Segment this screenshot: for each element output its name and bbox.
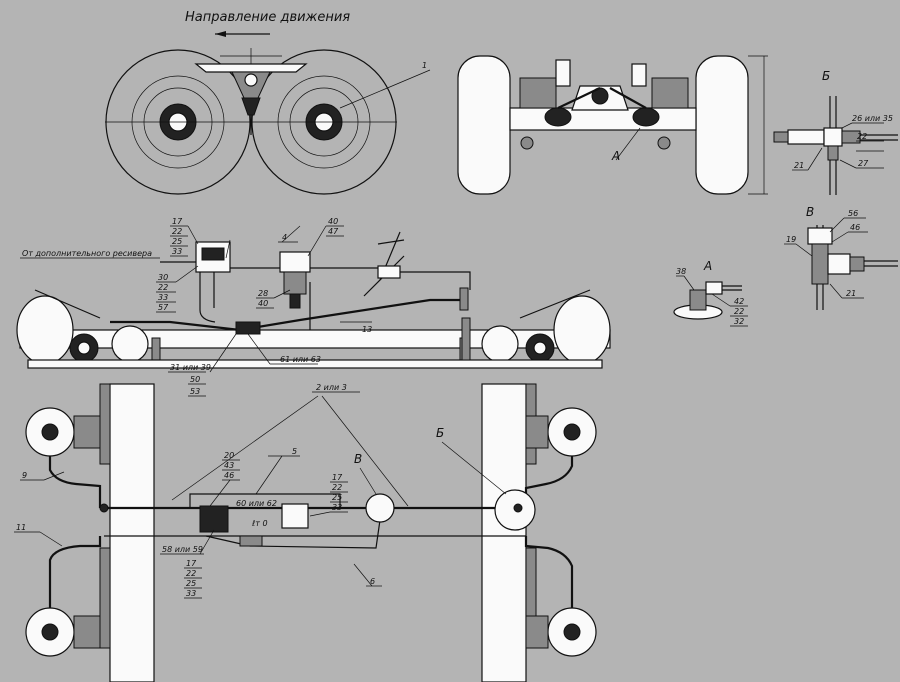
callout-1: 1 [422,61,427,70]
detail-b-title: Б [822,69,830,83]
detail-b: Б 26 или 35 22 27 21 [773,69,898,195]
callout-46: 46 [224,471,234,480]
callout-bot-33: 33 [332,503,342,512]
frame-rail-right [481,383,527,682]
callout-4: 4 [282,233,287,242]
callout-v-46: 46 [850,223,860,232]
view-v-marker: В [354,452,362,466]
modulator-valve-right [281,503,309,529]
side-view-wheels: 1 [105,48,431,195]
callout-v-56: 56 [848,209,858,218]
callout-bot-17: 17 [332,473,343,482]
callout-mid-57: 57 [158,303,169,312]
callout-61or63: 61 или 63 [280,355,321,364]
callout-bot-22: 22 [332,483,342,492]
callout-bot-25: 25 [332,493,342,502]
callout-53: 53 [190,387,200,396]
rear-view-axle: А [457,55,768,195]
detail-v-cap [807,227,833,245]
callout-v-19: 19 [786,235,796,244]
detail-a-title: А [703,259,712,273]
callout-11: 11 [16,523,26,532]
direction-header: Направление движения [185,10,350,37]
plan-view: 2 или 3 В Б 20 43 46 5 60 или 62 ℓт 0 17… [14,383,597,682]
callout-mid-30: 30 [158,273,168,282]
rear-tyre-left [457,55,511,195]
callout-60or62: 60 или 62 [236,499,277,508]
view-v-circle [365,493,395,523]
callout-bl-33: 33 [186,589,196,598]
callout-bl-25: 25 [186,579,196,588]
callout-43: 43 [224,461,234,470]
callout-58or59: 58 или 59 [162,545,203,554]
callout-a-42: 42 [734,297,744,306]
detail-v: В 56 46 19 21 [784,205,898,310]
brake-chamber-right [632,107,660,127]
callout-48: 40 [258,299,268,308]
callout-top-17: 17 [172,217,183,226]
brake-chamber-left [544,107,572,127]
callout-b-22: 22 [857,132,867,141]
callout-top-22: 22 [172,227,182,236]
note-lt-zero: ℓт 0 [251,519,268,528]
callout-13: 13 [362,325,372,334]
detail-a: А 38 42 22 32 [673,259,748,327]
tee-connector [235,321,261,335]
callout-mid-33: 33 [158,293,168,302]
direction-title: Направление движения [185,10,350,25]
callout-31or39: 31 или 39 [170,363,211,372]
callout-bl-22: 22 [186,569,196,578]
callout-28: 28 [258,289,268,298]
callout-mid-22: 22 [158,283,168,292]
callout-b-27: 27 [858,159,869,168]
elevation-view: От дополнительного ресивера 17 22 25 33 … [16,217,611,397]
modulator-valve-left [199,505,229,533]
callout-6: 6 [370,577,375,586]
callout-50: 50 [190,375,200,384]
callout-a-32: 32 [734,317,744,326]
callout-a-23: 22 [734,307,744,316]
callout-5: 5 [292,447,297,456]
callout-bl-17: 17 [186,559,197,568]
view-a-marker: А [611,149,620,163]
callout-2or3: 2 или 3 [316,383,347,392]
direction-arrowhead-icon [215,31,226,37]
frame-beam [19,329,611,349]
view-b-marker: Б [436,426,444,440]
detail-v-title: В [806,205,814,219]
callout-top-25: 25 [172,237,182,246]
note-from-receiver: От дополнительного ресивера [22,249,152,258]
callout-40: 40 [328,217,338,226]
suspension-bracket [194,63,308,73]
callout-20: 20 [224,451,234,460]
callout-9: 9 [22,471,27,480]
rear-axle-beam [509,107,697,131]
callout-a-38: 38 [676,267,686,276]
callout-b-26or35: 26 или 35 [852,114,893,123]
callout-47: 47 [328,227,339,236]
brake-chamber-right-elev [553,295,611,365]
frame-rail-left [109,383,155,682]
valve-upper [279,251,311,273]
brake-chamber-left-elev [16,295,74,365]
callout-b-21: 21 [794,161,804,170]
rear-tyre-right [695,55,749,195]
callout-top-33: 33 [172,247,182,256]
callout-v-21: 21 [846,289,856,298]
